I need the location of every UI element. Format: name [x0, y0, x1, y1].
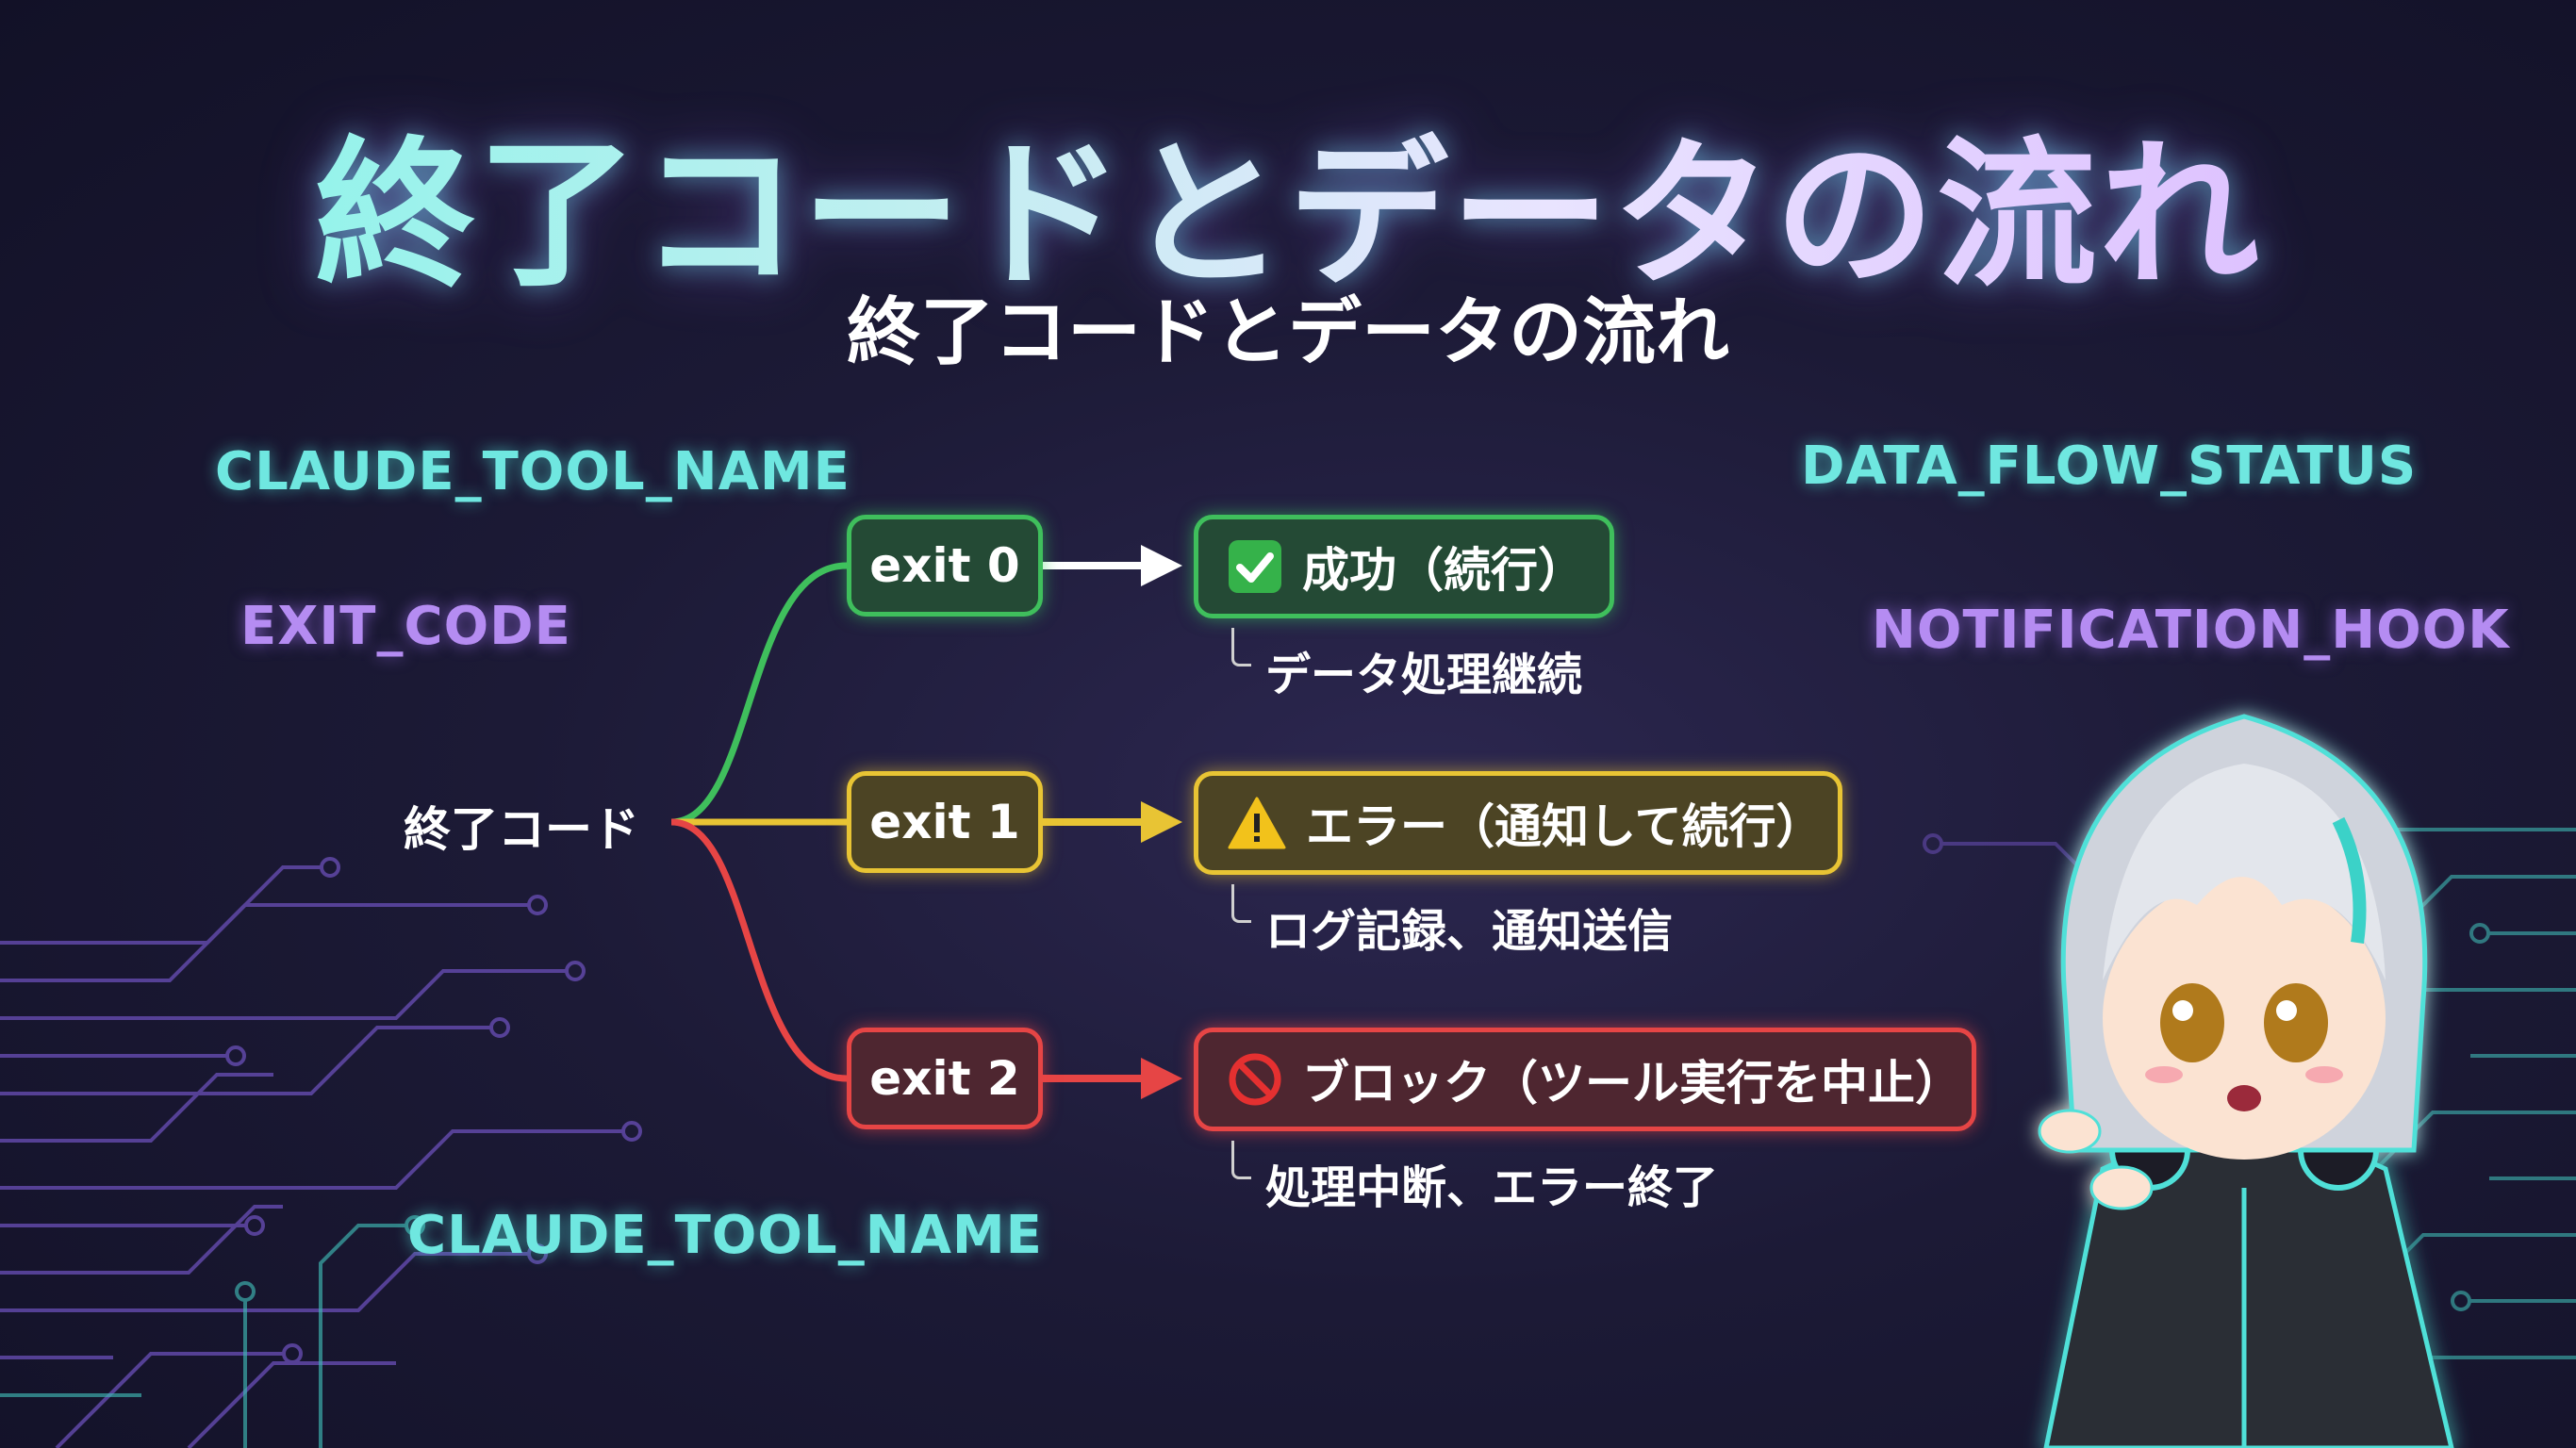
result-error-label: エラー（通知して続行） [1306, 799, 1824, 854]
exit-1-box: exit 1 [847, 771, 1043, 873]
page-title: 終了コードとデータの流れ [0, 85, 2576, 317]
check-icon [1227, 538, 1283, 595]
var-claude-tool-name-top: CLAUDE_TOOL_NAME [215, 441, 850, 502]
exit-1-label: exit 1 [869, 795, 1020, 849]
root-node-label: 終了コード [404, 802, 639, 857]
exit-0-box: exit 0 [847, 515, 1043, 617]
note-connector-2 [1231, 1141, 1251, 1179]
page-subtitle: 終了コードとデータの流れ [846, 290, 1729, 375]
note-connector-0 [1231, 628, 1251, 666]
prohibited-icon [1227, 1051, 1283, 1108]
note-error: ログ記録、通知送信 [1265, 905, 1674, 958]
branch-line-exit-2 [670, 818, 848, 1082]
exit-0-label: exit 0 [869, 538, 1020, 593]
arrow-exit-1 [1043, 801, 1182, 843]
result-success-label: 成功（続行） [1302, 543, 1585, 598]
var-notification-hook: NOTIFICATION_HOOK [1872, 600, 2510, 661]
exit-2-box: exit 2 [847, 1028, 1043, 1129]
exit-2-label: exit 2 [869, 1051, 1020, 1106]
note-block: 処理中断、エラー終了 [1265, 1161, 1719, 1214]
warning-icon [1227, 795, 1287, 851]
result-block-box: ブロック（ツール実行を中止） [1194, 1028, 1976, 1131]
var-data-flow-status: DATA_FLOW_STATUS [1801, 436, 2418, 497]
result-error-box: エラー（通知して続行） [1194, 771, 1842, 875]
note-connector-1 [1231, 884, 1251, 923]
arrow-exit-2 [1043, 1058, 1182, 1099]
var-exit-code: EXIT_CODE [240, 596, 571, 657]
character-illustration [2038, 714, 2454, 1448]
branch-line-exit-0 [670, 562, 848, 826]
var-claude-tool-name-bottom: CLAUDE_TOOL_NAME [407, 1205, 1043, 1266]
result-success-box: 成功（続行） [1194, 515, 1614, 618]
note-success: データ処理継続 [1265, 649, 1583, 701]
arrow-exit-0 [1043, 545, 1182, 586]
result-block-label: ブロック（ツール実行を中止） [1302, 1056, 1962, 1111]
